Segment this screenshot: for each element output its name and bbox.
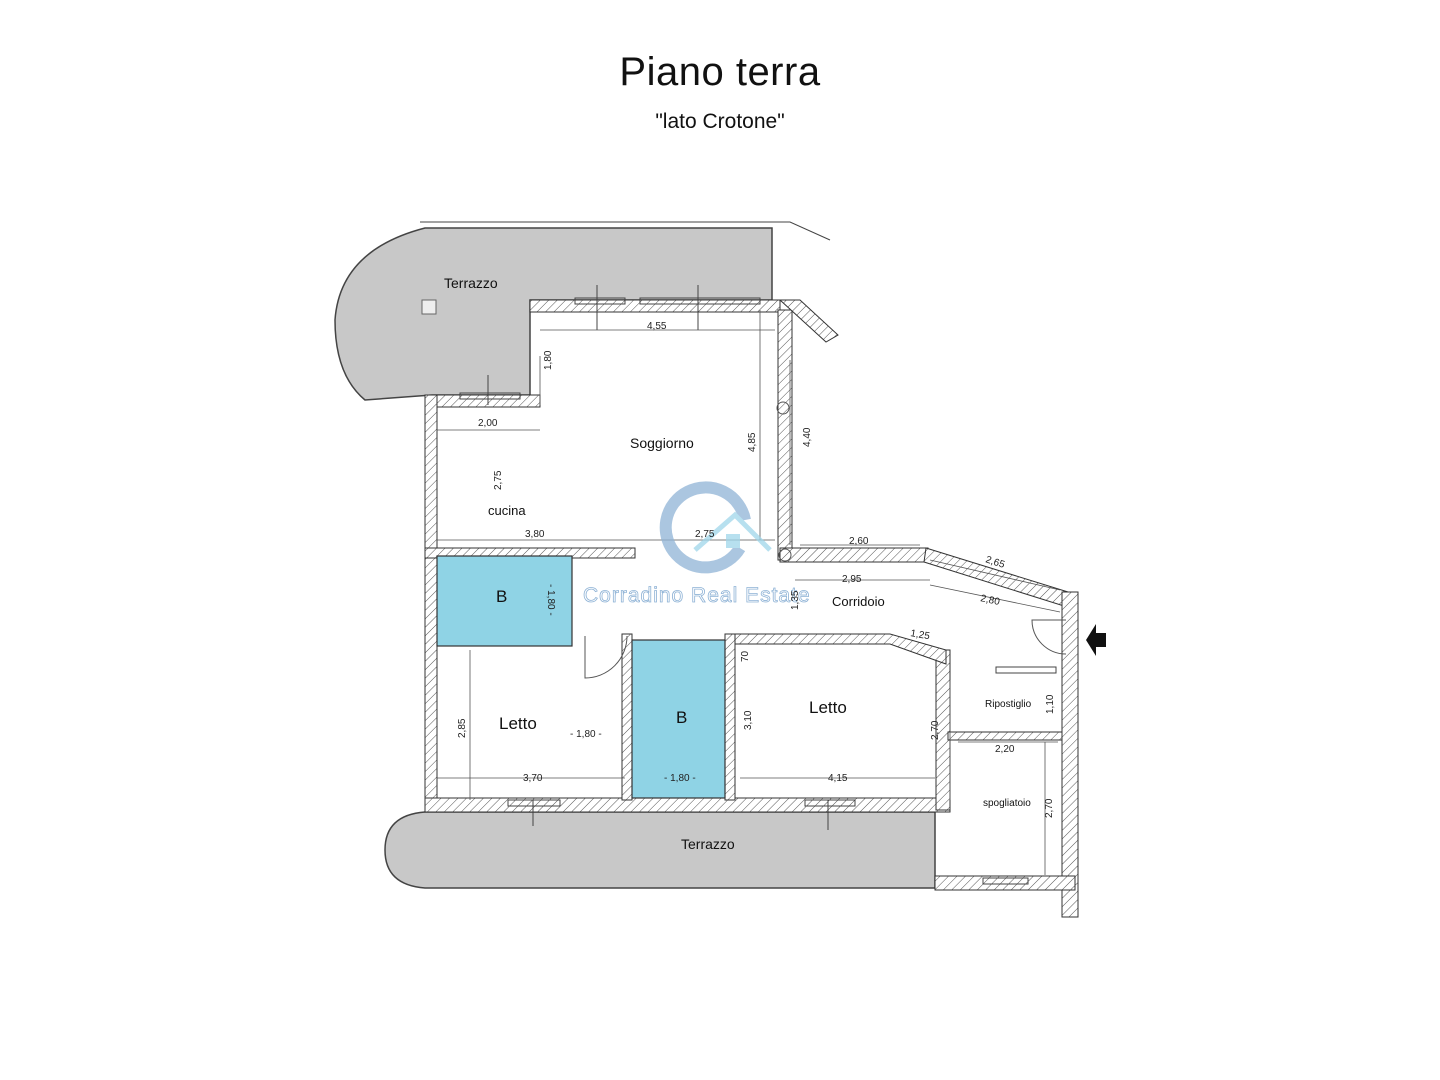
windows	[459, 285, 1057, 885]
dim-corridor-top: 2,60	[849, 536, 869, 547]
dim-corridor-depth: 1,35	[790, 590, 801, 610]
room-label-kitchen: cucina	[488, 503, 526, 518]
dim-bed2-70: 70	[740, 650, 751, 662]
room-label-bath-2: B	[676, 708, 687, 727]
room-label-corridor: Corridoio	[832, 594, 885, 609]
dim-right-wall: 4,40	[802, 427, 813, 447]
dim-bed1-width: 3,70	[523, 773, 543, 784]
dim-corridor-length: 2,95	[842, 574, 862, 585]
dim-bath2-height: 3,10	[743, 710, 754, 730]
room-label-bath-1: B	[496, 587, 507, 606]
dim-bed1-inner: - 1,80 -	[570, 729, 602, 740]
dim-corridor-diag-2: 2,80	[979, 593, 1001, 608]
dim-living-width: 4,55	[647, 321, 667, 332]
dimension-lines	[437, 310, 1061, 875]
room-label-terrace-bottom: Terrazzo	[681, 836, 735, 852]
dim-bath2-width: - 1,80 -	[664, 773, 696, 784]
watermark-text: Corradino Real Estate	[583, 584, 811, 607]
dim-bed2-height: 2,70	[930, 720, 941, 740]
room-label-living: Soggiorno	[630, 435, 694, 451]
dim-living-depth: 4,85	[747, 432, 758, 452]
room-label-storage: Ripostiglio	[985, 699, 1032, 710]
terrace-bottom	[384, 811, 936, 889]
dim-corridor-small: 1,25	[909, 628, 931, 642]
dim-kitchen-height: 2,75	[493, 470, 504, 490]
room-label-bedroom-1: Letto	[499, 714, 537, 733]
dim-bed1-height: 2,85	[457, 718, 468, 738]
room-label-terrace-top: Terrazzo	[444, 275, 498, 291]
dim-living-bottom: 2,75	[695, 529, 715, 540]
room-label-bedroom-2: Letto	[809, 698, 847, 717]
watermark-logo	[659, 481, 772, 574]
bathroom-1	[436, 555, 573, 647]
room-label-dressing: spogliatoio	[983, 798, 1031, 809]
walls	[424, 299, 1079, 918]
terrace-top	[334, 227, 773, 401]
page-subtitle: "lato Crotone"	[655, 110, 785, 133]
dim-kitchen-width: 2,00	[478, 418, 498, 429]
dim-dressing-height: 2,70	[1044, 798, 1055, 818]
dim-bed2-width: 4,15	[828, 773, 848, 784]
dim-bath1-width: - 1,80 -	[545, 584, 556, 616]
entrance-arrow-icon	[1086, 624, 1106, 656]
dim-storage-height: 1,10	[1045, 694, 1056, 714]
column-marker	[421, 299, 437, 315]
doors	[584, 401, 1067, 679]
dim-kitchen-depth: 1,80	[543, 350, 554, 370]
bathroom-2	[631, 639, 726, 799]
dim-storage-width: 2,20	[995, 744, 1015, 755]
page-title: Piano terra	[619, 50, 821, 94]
dim-kitchen-bottom: 3,80	[525, 529, 545, 540]
